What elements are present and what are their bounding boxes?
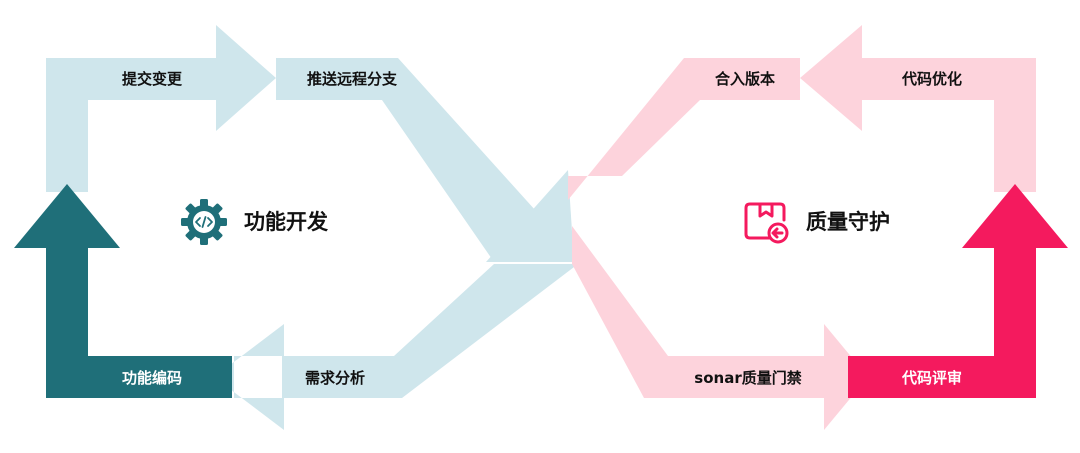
arrow-code-review-notch: [848, 356, 868, 398]
code-gear-icon: [181, 199, 227, 245]
arrow-code-optimize: [800, 25, 1036, 192]
label-push-remote-branch: 推送远程分支: [307, 70, 398, 88]
label-submit-change: 提交变更: [122, 70, 183, 88]
arrow-push-diagonal-head: [486, 170, 574, 262]
title-feature-development: 功能开发: [244, 210, 329, 234]
arrow-merge-diagonal: [568, 58, 800, 200]
arrow-requirement-analysis: [282, 264, 578, 398]
arrow-sonar-diagonal: [572, 226, 826, 398]
label-sonar-gate: sonar质量门禁: [694, 369, 801, 387]
label-merge-version: 合入版本: [714, 70, 775, 88]
arrow-sonar-gate: [824, 324, 868, 430]
title-quality-guard: 质量守护: [806, 210, 890, 234]
label-code-review: 代码评审: [901, 369, 962, 387]
arrow-requirement-left: [214, 324, 284, 430]
arrow-submit-change: [46, 25, 276, 192]
arrow-code-review: [848, 184, 1068, 398]
arrow-push-remote-branch: [276, 58, 582, 262]
label-code-optimize: 代码优化: [901, 70, 962, 88]
label-feature-coding: 功能编码: [122, 369, 182, 387]
arrow-feature-coding: [14, 184, 232, 398]
label-requirement-analysis: 需求分析: [305, 369, 365, 387]
return-package-icon: [744, 202, 789, 244]
